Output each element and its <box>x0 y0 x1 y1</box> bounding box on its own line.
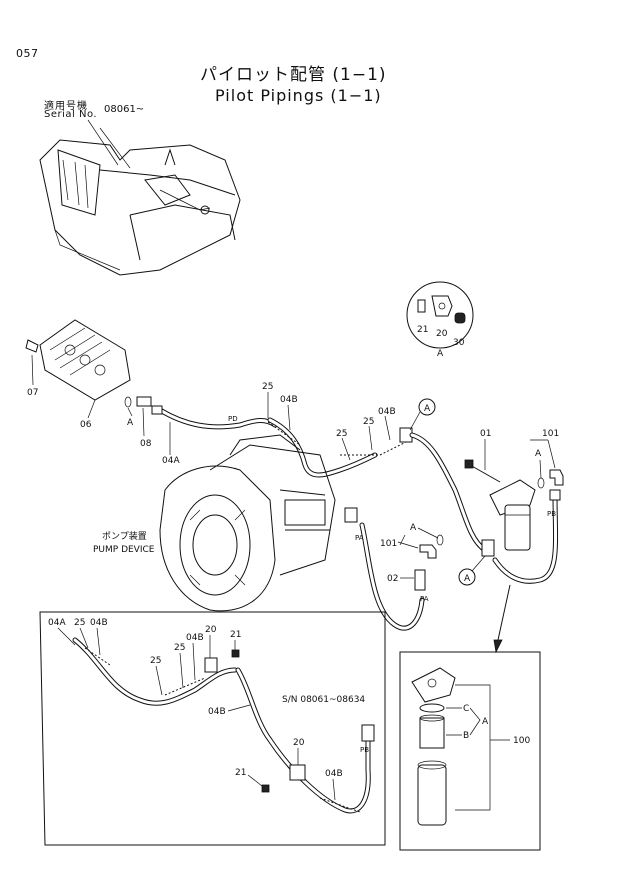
callout-a-3: A <box>410 523 417 533</box>
serial-label-jp: 適用号機 <box>44 101 88 112</box>
callout-circle-a-1: A <box>409 398 436 431</box>
filter-label-c: C <box>463 704 469 714</box>
svg-text:A: A <box>424 404 431 414</box>
detail-leader-line <box>497 584 511 641</box>
inset-box: S/N 08061~08634 PB 04A 25 04B 04B 20 21 … <box>39 611 386 846</box>
pilot-filter: 01 101 A PB <box>464 429 564 584</box>
detail-a-circle: 21 20 30 A <box>406 281 474 359</box>
callout-25-c: 25 <box>363 417 374 427</box>
port-mark-pb-2: PB <box>360 746 369 754</box>
callout-a-2: A <box>535 449 542 459</box>
callout-a-1: A <box>127 418 134 428</box>
inset-04b-b: 04B <box>186 633 204 643</box>
port-mark-pa-2: PA <box>420 595 429 603</box>
pump-device: ポンプ装置 PUMP DEVICE <box>93 434 336 612</box>
hose-04a: 04A PD <box>151 405 278 466</box>
callout-25-a: 25 <box>262 382 273 392</box>
fitting-02: 02 PA <box>387 569 429 603</box>
fitting-08: A 08 <box>124 396 152 449</box>
port-mark-pb-1: PB <box>547 510 556 518</box>
pump-device-label-jp: ポンプ装置 <box>102 530 147 542</box>
svg-text:A: A <box>464 574 471 584</box>
callout-08: 08 <box>140 439 152 449</box>
page-number: 057 <box>16 47 39 60</box>
callout-101-a: 101 <box>542 429 559 439</box>
filter-label-100: 100 <box>513 736 530 746</box>
serial-value: 08061~ <box>104 104 145 115</box>
inset-04b-a: 04B <box>90 618 108 628</box>
excavator-overview <box>39 119 241 276</box>
leader-arrow-icon <box>493 639 503 654</box>
hose-to-filter <box>409 432 495 557</box>
detail-a-20-label: 20 <box>436 329 448 339</box>
inset-04b-d: 04B <box>325 769 343 779</box>
callout-04b-b: 04B <box>378 407 396 417</box>
hose-pa-lower: PA <box>344 507 425 631</box>
filter-label-a: A <box>482 717 489 727</box>
callout-101-b: 101 <box>380 539 397 549</box>
detail-a-30-label: 30 <box>453 338 465 348</box>
callout-02: 02 <box>387 574 398 584</box>
detail-a-21-label: 21 <box>417 325 428 335</box>
hose-04b-upper: 25 04B 25 25 04B <box>262 382 413 478</box>
fitting-101-mid: 101 A <box>380 523 444 559</box>
pump-device-label-en: PUMP DEVICE <box>93 545 155 555</box>
inset-04a: 04A <box>48 618 66 628</box>
callout-04a: 04A <box>162 456 180 466</box>
filter-label-b: B <box>463 731 469 741</box>
filter-detail-box: C B A 100 <box>399 651 541 851</box>
callout-01: 01 <box>480 429 491 439</box>
pilot-valve-06: 07 06 <box>25 319 131 430</box>
inset-serial-label: S/N 08061~08634 <box>282 695 365 705</box>
page-title-jp: パイロット配管 (1−1) <box>200 65 387 85</box>
inset-04b-c: 04B <box>208 707 226 717</box>
inset-20-b: 20 <box>293 738 305 748</box>
inset-20-a: 20 <box>205 625 217 635</box>
inset-25-a: 25 <box>74 618 85 628</box>
page-title-en: Pilot Pipings (1−1) <box>215 86 382 105</box>
port-mark-pd: PD <box>228 415 238 423</box>
callout-circle-a-2: A <box>458 555 486 586</box>
detail-a-letter: A <box>437 349 444 359</box>
inset-21-b: 21 <box>235 768 246 778</box>
port-mark-pa-1: PA <box>355 534 364 542</box>
callout-25-b: 25 <box>336 429 347 439</box>
inset-25-c: 25 <box>174 643 185 653</box>
inset-21-a: 21 <box>230 630 241 640</box>
callout-06: 06 <box>80 420 92 430</box>
callout-07: 07 <box>27 388 38 398</box>
callout-04b-a: 04B <box>280 395 298 405</box>
inset-25-b: 25 <box>150 656 161 666</box>
serial-label-en: Serial No. <box>44 109 98 120</box>
